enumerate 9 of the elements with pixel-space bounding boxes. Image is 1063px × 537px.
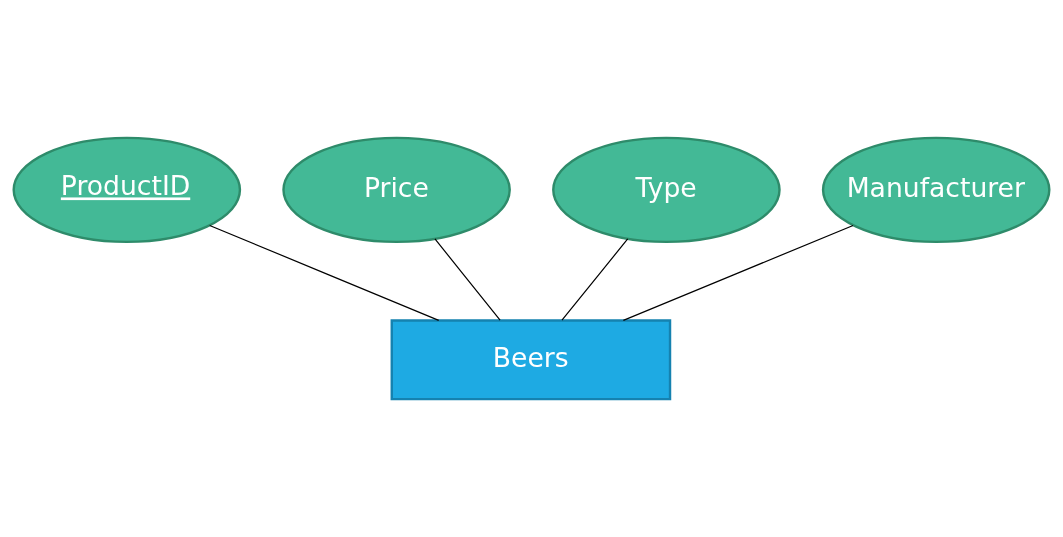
node-ellipse: Manufacturer: [821, 136, 1051, 244]
node-ellipse: Price: [282, 136, 511, 244]
connector: [209, 224, 440, 321]
connector: [622, 224, 854, 321]
node-ellipse: ProductID: [12, 136, 242, 244]
connector: [434, 238, 501, 321]
node-box: Beers: [390, 319, 672, 401]
node-ellipse: Type: [552, 136, 781, 244]
connector: [561, 238, 629, 321]
